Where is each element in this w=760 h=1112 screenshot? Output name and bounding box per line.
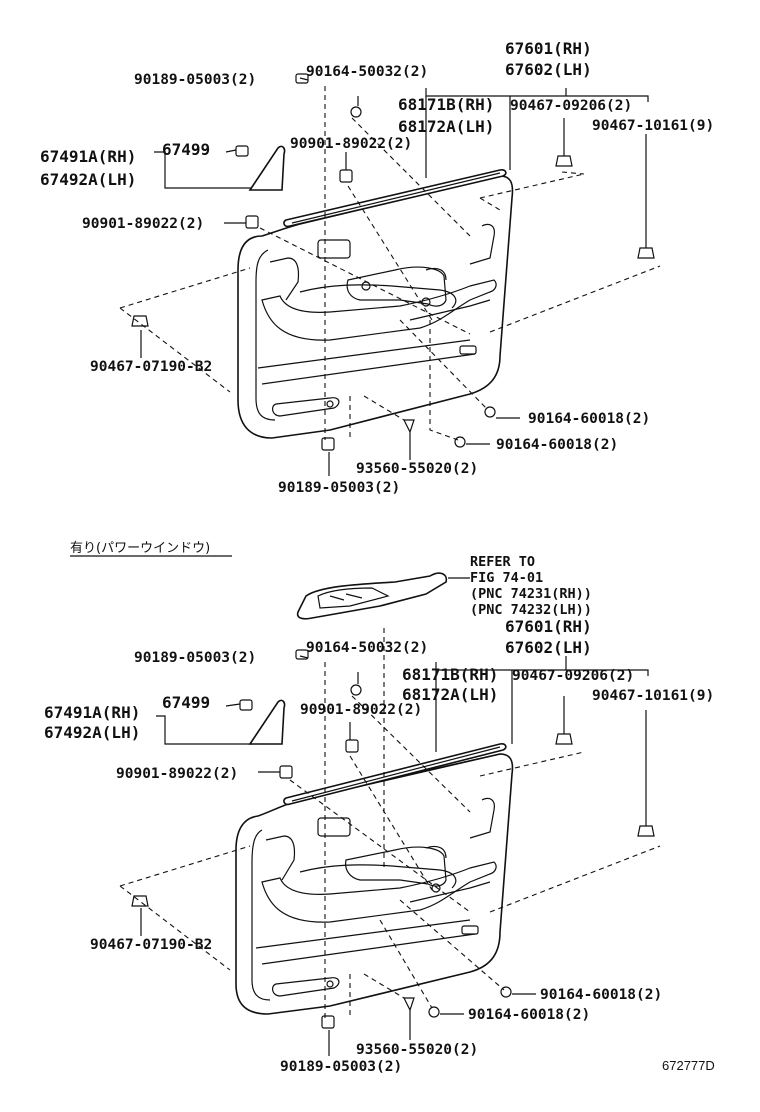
upper-label-door-panel-lh[interactable]: 67602(LH) <box>505 60 592 79</box>
lower-label-cover-lh[interactable]: 67492A(LH) <box>44 723 140 742</box>
lower-label-screw-60018-b[interactable]: 90164-60018(2) <box>468 1007 590 1023</box>
upper-clip-icon-89022-a <box>339 169 353 183</box>
upper-label-clip-89022-a[interactable]: 90901-89022(2) <box>290 136 412 152</box>
upper-label-screw-55020[interactable]: 93560-55020(2) <box>356 461 478 477</box>
upper-label-cover-rh[interactable]: 67491A(RH) <box>40 147 136 166</box>
upper-label-screw-50032[interactable]: 90164-50032(2) <box>306 64 428 80</box>
lower-clip-icon-10161 <box>637 825 655 837</box>
lower-door-trim-panel[interactable] <box>235 753 514 1015</box>
upper-clip-icon-10161 <box>637 247 655 259</box>
upper-label-screw-60018-a[interactable]: 90164-60018(2) <box>528 411 650 427</box>
lower-label-cover-sub[interactable]: 67499 <box>162 693 210 712</box>
lower-clip-icon-67499 <box>239 699 253 711</box>
lower-diagram: REFER TO FIG 74-01 (PNC 74231(RH)) (PNC … <box>44 554 714 1075</box>
upper-label-screw-05003-bottom[interactable]: 90189-05003(2) <box>278 480 400 496</box>
upper-label-door-panel-rh[interactable]: 67601(RH) <box>505 39 592 58</box>
lower-label-clip-89022-a[interactable]: 90901-89022(2) <box>300 702 422 718</box>
upper-door-trim-panel[interactable] <box>237 175 514 439</box>
lower-corner-cover[interactable] <box>248 699 286 745</box>
lower-power-window-switch-base[interactable] <box>296 572 448 620</box>
upper-screw-icon-50032 <box>350 106 362 118</box>
upper-clip-icon-07190 <box>131 315 149 327</box>
upper-weatherstrip[interactable] <box>283 169 507 228</box>
lower-screw-icon-60018-b <box>428 1006 440 1018</box>
figure-code: 672777D <box>662 1058 715 1073</box>
lower-label-screw-50032[interactable]: 90164-50032(2) <box>306 640 428 656</box>
lower-label-screw-05003-bottom[interactable]: 90189-05003(2) <box>280 1059 402 1075</box>
lower-label-cover-rh[interactable]: 67491A(RH) <box>44 703 140 722</box>
upper-label-clip-07190[interactable]: 90467-07190-B2 <box>90 359 212 375</box>
lower-clip-icon-09206 <box>555 733 573 745</box>
lower-screw-icon-bottom <box>321 1015 335 1029</box>
upper-clip-icon-67499 <box>235 145 249 157</box>
upper-label-clip-89022-b[interactable]: 90901-89022(2) <box>82 216 204 232</box>
upper-screw-icon-60018-b <box>454 436 466 448</box>
lower-screw-icon-55020 <box>403 997 415 1012</box>
lower-label-clip-89022-b[interactable]: 90901-89022(2) <box>116 766 238 782</box>
upper-label-clip-09206[interactable]: 90467-09206(2) <box>510 98 632 114</box>
lower-refer-line2[interactable]: FIG 74-01 <box>470 570 543 586</box>
lower-clip-icon-89022-a <box>345 739 359 753</box>
lower-weatherstrip[interactable] <box>283 743 507 806</box>
lower-label-screw-05003-top[interactable]: 90189-05003(2) <box>134 650 256 666</box>
lower-label-door-panel-rh[interactable]: 67601(RH) <box>505 617 592 636</box>
upper-screw-icon-bottom <box>321 437 335 451</box>
upper-screw-icon-55020 <box>403 419 415 434</box>
upper-label-cover-lh[interactable]: 67492A(LH) <box>40 170 136 189</box>
upper-label-cover-sub[interactable]: 67499 <box>162 140 210 159</box>
lower-label-door-panel-lh[interactable]: 67602(LH) <box>505 638 592 657</box>
upper-diagram: 67601(RH) 67602(LH) 90189-05003(2) 90164… <box>40 39 714 496</box>
lower-screw-icon-50032 <box>350 684 362 696</box>
lower-label-screw-60018-a[interactable]: 90164-60018(2) <box>540 987 662 1003</box>
lower-clip-icon-89022-b <box>279 765 293 779</box>
upper-label-weatherstrip-rh[interactable]: 68171B(RH) <box>398 95 494 114</box>
lower-label-clip-09206[interactable]: 90467-09206(2) <box>512 668 634 684</box>
lower-label-weatherstrip-lh[interactable]: 68172A(LH) <box>402 685 498 704</box>
lower-refer-line3: (PNC 74231(RH)) <box>470 586 592 602</box>
upper-corner-cover[interactable] <box>248 145 286 191</box>
lower-label-clip-10161[interactable]: 90467-10161(9) <box>592 688 714 704</box>
lower-label-screw-55020[interactable]: 93560-55020(2) <box>356 1042 478 1058</box>
lower-refer-line1: REFER TO <box>470 554 535 570</box>
lower-refer-line4: (PNC 74232(LH)) <box>470 602 592 618</box>
upper-screw-icon-60018-a <box>484 406 496 418</box>
upper-clip-icon-09206 <box>555 155 573 167</box>
upper-label-screw-60018-b[interactable]: 90164-60018(2) <box>496 437 618 453</box>
lower-label-clip-07190[interactable]: 90467-07190-B2 <box>90 937 212 953</box>
section-note-power-window: 有り(パワーウインドウ) <box>70 541 210 556</box>
upper-label-weatherstrip-lh[interactable]: 68172A(LH) <box>398 117 494 136</box>
lower-label-weatherstrip-rh[interactable]: 68171B(RH) <box>402 665 498 684</box>
upper-label-clip-10161[interactable]: 90467-10161(9) <box>592 118 714 134</box>
upper-label-screw-05003-top[interactable]: 90189-05003(2) <box>134 72 256 88</box>
upper-clip-icon-89022-b <box>245 215 259 229</box>
